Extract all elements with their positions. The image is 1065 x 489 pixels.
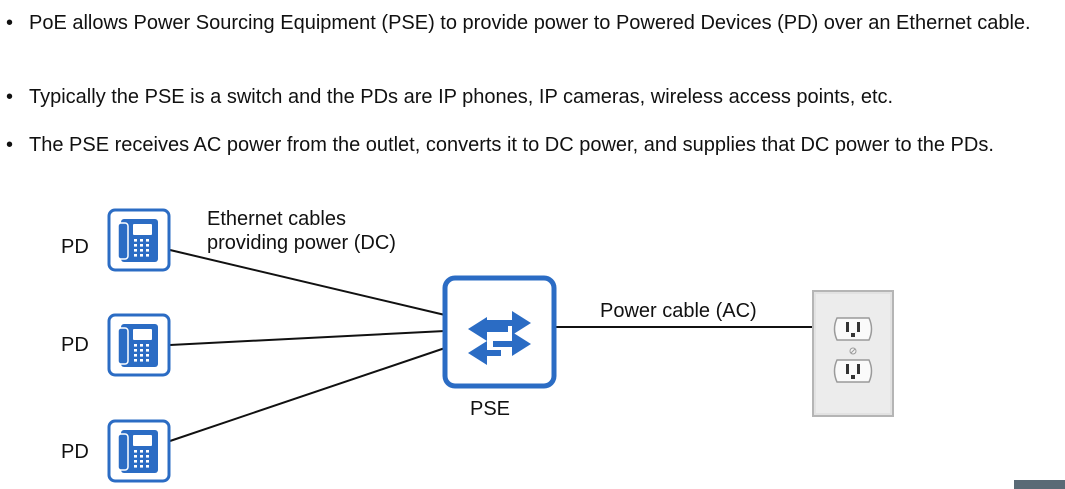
corner-tab bbox=[1014, 480, 1065, 489]
bullet-text: Typically the PSE is a switch and the PD… bbox=[29, 86, 894, 108]
pse-label: PSE bbox=[470, 398, 510, 420]
ethernet-cable-1 bbox=[169, 249, 446, 316]
bullet-marker: • bbox=[6, 86, 14, 108]
bullet-marker: • bbox=[6, 12, 14, 34]
bullet-marker: • bbox=[6, 134, 14, 156]
ip-phone-icon bbox=[107, 419, 171, 483]
ip-phone-icon bbox=[107, 313, 171, 377]
bullet-text: PoE allows Power Sourcing Equipment (PSE… bbox=[29, 12, 1031, 34]
wall-outlet-icon bbox=[812, 290, 894, 417]
ethernet-cables-label: providing power (DC) bbox=[207, 232, 396, 254]
ip-phone-icon bbox=[107, 208, 171, 272]
pd-label: PD bbox=[61, 236, 89, 258]
pd-label: PD bbox=[61, 441, 89, 463]
switch-icon bbox=[442, 275, 557, 389]
ethernet-cable-2 bbox=[169, 330, 446, 346]
power-cable-label: Power cable (AC) bbox=[600, 300, 757, 322]
ethernet-cables-label: Ethernet cables bbox=[207, 208, 346, 230]
pd-label: PD bbox=[61, 334, 89, 356]
bullet-text: The PSE receives AC power from the outle… bbox=[29, 134, 994, 156]
ethernet-cable-3 bbox=[169, 347, 446, 442]
